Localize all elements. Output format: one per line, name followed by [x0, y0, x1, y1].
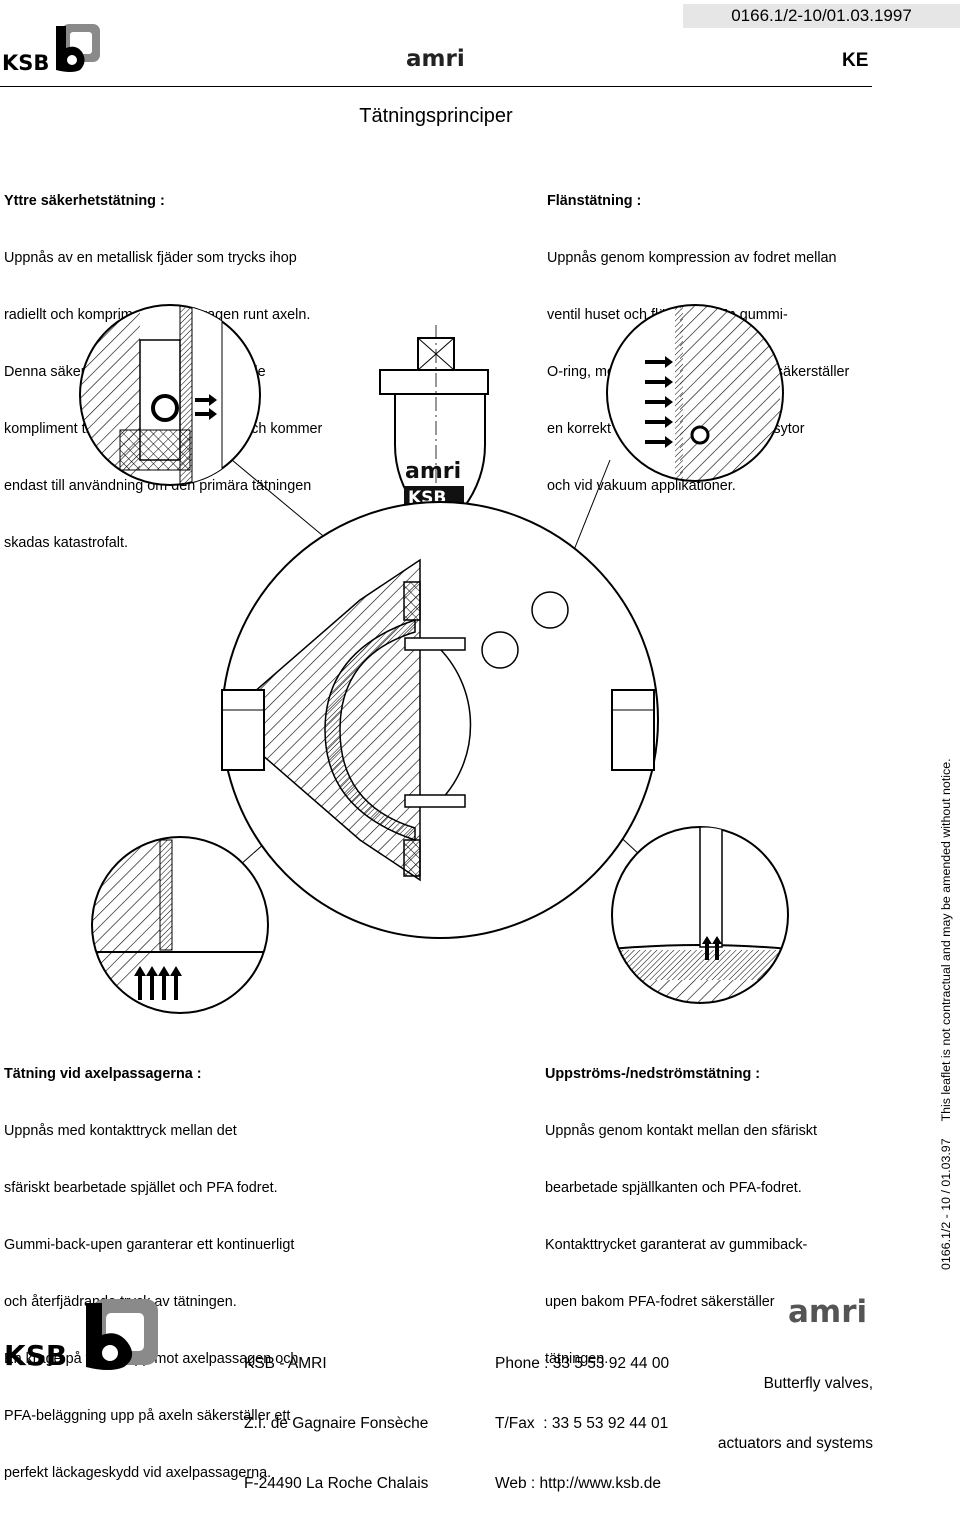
flange-seal-line: och vid vakuum applikationer. — [547, 478, 736, 494]
updown-seal-heading: Uppströms-/nedströmstätning : — [545, 1066, 761, 1082]
footer-fax: T/Fax : 33 5 53 92 44 01 — [495, 1415, 669, 1432]
side-disclaimer: 0166.1/2 - 10 / 01.03.97 This leaflet is… — [939, 758, 953, 1270]
outer-seal-heading: Yttre säkerhetstätning : — [4, 193, 165, 209]
updown-seal-line: tätningen. — [545, 1351, 609, 1367]
flange-seal-heading: Flänstätning : — [547, 193, 642, 209]
footer-address-line: KSB - AMRI — [244, 1355, 327, 1372]
footer-phone: Phone : 33 5 53 92 44 00 — [495, 1355, 670, 1372]
ksb-logo-text: KSB — [2, 51, 49, 74]
shaft-seal-line: Uppnås med kontakttryck mellan det — [4, 1123, 237, 1139]
document-number: 0166.1/2-10/01.03.1997 — [683, 4, 960, 28]
amri-logo: amri — [406, 46, 465, 72]
page-title: Tätningsprinciper — [359, 105, 513, 127]
outer-seal-line: skadas katastrofalt. — [4, 535, 128, 551]
updown-seal-line: upen bakom PFA-fodret säkerställer — [545, 1294, 775, 1310]
footer-address: KSB - AMRI Z.I. de Gagnaire Fonsèche F-2… — [244, 1314, 428, 1514]
outer-seal-line: endast till användning om den primära tä… — [4, 478, 312, 494]
updown-seal-line: Kontakttrycket garanterat av gummiback- — [545, 1237, 808, 1253]
outer-seal-line: Uppnås av en metallisk fjäder som trycks… — [4, 250, 297, 266]
footer-address-line: F-24490 La Roche Chalais — [244, 1475, 429, 1492]
shaft-seal-heading: Tätning vid axelpassagerna : — [4, 1066, 202, 1082]
footer-tagline: Butterfly valves, actuators and systems — [700, 1334, 873, 1474]
footer-contact: Phone : 33 5 53 92 44 00 T/Fax : 33 5 53… — [495, 1314, 669, 1514]
header-rule — [0, 86, 872, 87]
footer-address-line: Z.I. de Gagnaire Fonsèche — [244, 1415, 429, 1432]
footer-ksb-logo-text: KSB — [4, 1339, 67, 1372]
shaft-seal-line: sfäriskt bearbetade spjället och PFA fod… — [4, 1180, 278, 1196]
footer-amri-logo-text: amri — [788, 1294, 867, 1330]
updown-seal-line: bearbetade spjällkanten och PFA-fodret. — [545, 1180, 802, 1196]
flange-seal-line: Uppnås genom kompression av fodret mella… — [547, 250, 837, 266]
amri-logo-text: amri — [406, 46, 465, 72]
footer-tagline-line: Butterfly valves, — [763, 1375, 873, 1392]
updown-seal-section: Uppströms-/nedströmstätning : Uppnås gen… — [545, 1027, 817, 1388]
shaft-seal-line: Gummi-back-upen garanterar ett kontinuer… — [4, 1237, 295, 1253]
valve-section-drawing: amri KSB — [79, 304, 789, 1014]
footer-ksb-logo: KSB — [4, 1299, 158, 1372]
updown-seal-line: Uppnås genom kontakt mellan den sfäriskt — [545, 1123, 817, 1139]
footer-web[interactable]: Web : http://www.ksb.de — [495, 1475, 661, 1492]
footer-tagline-line: actuators and systems — [717, 1435, 873, 1452]
ksb-logo: KSB — [2, 24, 100, 74]
shaft-seal-line: och återfjädrande tryck av tätningen. — [4, 1294, 237, 1310]
body-mark-amri: amri — [405, 459, 461, 484]
footer-amri-logo: amri — [788, 1294, 867, 1330]
product-code: KE — [842, 50, 869, 71]
